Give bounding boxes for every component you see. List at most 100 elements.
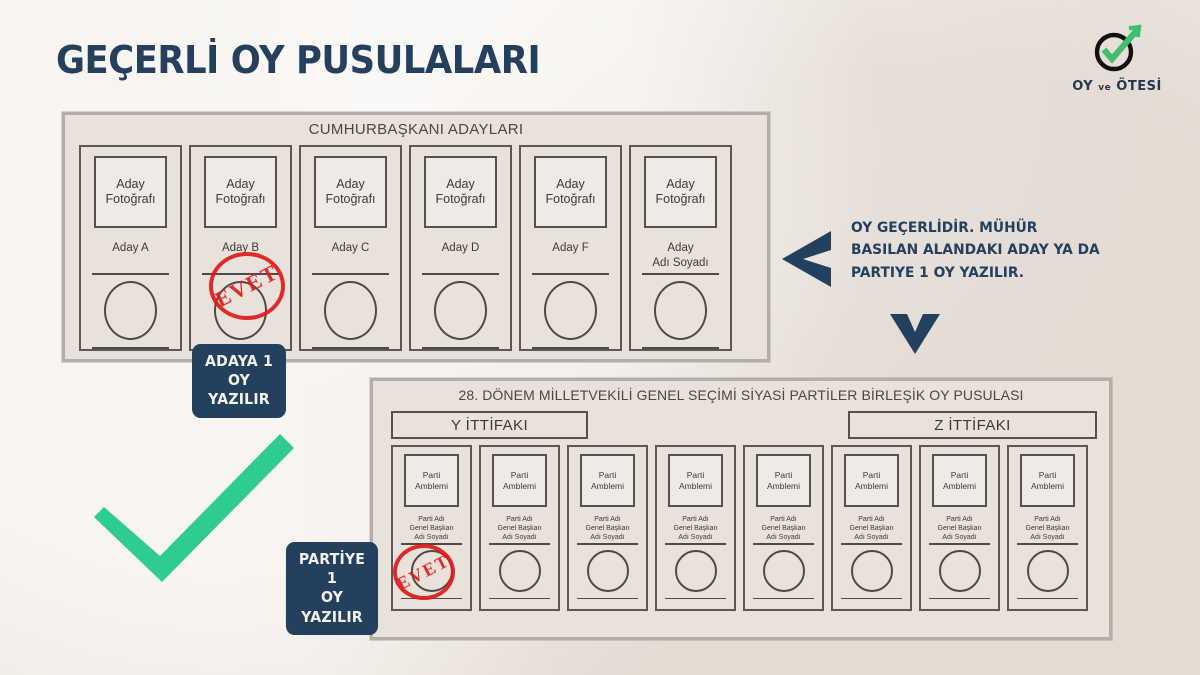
party-vote-circle-4[interactable] xyxy=(674,549,717,592)
party-emblem-placeholder-6-line2: Amblemi xyxy=(854,480,889,491)
party-emblem-placeholder-2-line1: Parti xyxy=(510,469,529,480)
logo: OY ve ÖTESİ xyxy=(1056,22,1178,94)
divider-rule xyxy=(91,347,170,349)
divider-rule xyxy=(577,543,638,545)
party-emblem-placeholder-5-line2: Amblemi xyxy=(766,480,801,491)
candidate-vote-circle-6[interactable] xyxy=(654,281,707,340)
divider-rule xyxy=(665,597,726,600)
divider-rule xyxy=(1017,543,1078,545)
alliance-box-z: Z İTTİFAKI xyxy=(848,411,1097,439)
divider-rule xyxy=(531,347,610,349)
party-emblem-placeholder-1-line2: Amblemi xyxy=(414,480,449,491)
party-vote-circle-5[interactable] xyxy=(762,549,805,592)
alliance-row: Y İTTİFAKI Z İTTİFAKI xyxy=(391,411,1097,439)
party-emblem-placeholder-8-line1: Parti xyxy=(1038,469,1057,480)
divider-rule xyxy=(753,597,814,600)
candidate-vote-circle-2[interactable] xyxy=(214,281,267,340)
parliament-ballot-panel: 28. DÖNEM MİLLETVEKİLİ GENEL SEÇİMİ SİYA… xyxy=(370,378,1112,640)
party-emblem-placeholder-7-line2: Amblemi xyxy=(942,480,977,491)
logo-check-icon xyxy=(1090,22,1144,76)
check-mark-icon xyxy=(88,432,300,589)
divider-rule xyxy=(841,597,902,600)
candidate-photo-placeholder-3-line1: Aday xyxy=(336,176,365,191)
party-vote-circle-3[interactable] xyxy=(586,549,629,592)
parliament-ballot-title: 28. DÖNEM MİLLETVEKİLİ GENEL SEÇİMİ SİYA… xyxy=(458,387,1024,403)
candidate-photo-placeholder-6-line1: Aday xyxy=(666,176,695,191)
chevron-left-icon xyxy=(779,228,834,295)
party-emblem-placeholder-6-line1: Parti xyxy=(862,469,881,480)
candidate-vote-circle-4[interactable] xyxy=(434,281,487,340)
candidate-photo-placeholder-4-line2: Fotoğrafı xyxy=(435,192,486,207)
divider-rule xyxy=(489,597,550,600)
candidate-vote-circle-5[interactable] xyxy=(544,281,597,340)
candidate-vote-circle-1[interactable] xyxy=(104,281,157,340)
divider-rule xyxy=(311,273,390,276)
divider-rule xyxy=(1017,597,1078,600)
candidate-photo-placeholder-1-line1: Aday xyxy=(116,176,145,191)
party-emblem-placeholder-8-line2: Amblemi xyxy=(1030,480,1065,491)
party-vote-circle-2[interactable] xyxy=(498,549,541,592)
divider-rule xyxy=(531,273,610,276)
divider-rule xyxy=(753,543,814,545)
candidate-photo-placeholder-5-line1: Aday xyxy=(556,176,585,191)
divider-rule xyxy=(929,597,990,600)
party-vote-circle-1[interactable] xyxy=(410,549,453,592)
divider-rule xyxy=(311,347,390,349)
party-emblem-placeholder-3-line1: Parti xyxy=(598,469,617,480)
party-emblem-placeholder-5-line1: Parti xyxy=(774,469,793,480)
divider-rule xyxy=(841,543,902,545)
logo-wordmark: OY ve ÖTESİ xyxy=(1056,79,1178,94)
divider-rule xyxy=(665,543,726,545)
divider-rule xyxy=(421,273,500,276)
party-vote-circle-8[interactable] xyxy=(1026,549,1069,592)
divider-rule xyxy=(91,273,170,276)
party-vote-circle-7[interactable] xyxy=(938,549,981,592)
divider-rule xyxy=(489,543,550,545)
logo-word-otesi: ÖTESİ xyxy=(1116,79,1162,94)
candidate-photo-placeholder-2-line1: Aday xyxy=(226,176,255,191)
party-emblem-placeholder-4-line1: Parti xyxy=(686,469,705,480)
candidate-photo-placeholder-5-line2: Fotoğrafı xyxy=(545,192,596,207)
divider-rule xyxy=(401,543,462,545)
candidate-photo-placeholder-2-line2: Fotoğrafı xyxy=(215,192,266,207)
party-vote-circle-6[interactable] xyxy=(850,549,893,592)
logo-word-oy: OY xyxy=(1072,79,1094,94)
validity-note-text: OY GEÇERLİDİR. MÜHÜR BASILAN ALANDAKI AD… xyxy=(851,220,1100,281)
candidate-name-5: Aday F xyxy=(552,242,589,255)
candidate-vote-circle-3[interactable] xyxy=(324,281,377,340)
divider-rule xyxy=(929,543,990,545)
